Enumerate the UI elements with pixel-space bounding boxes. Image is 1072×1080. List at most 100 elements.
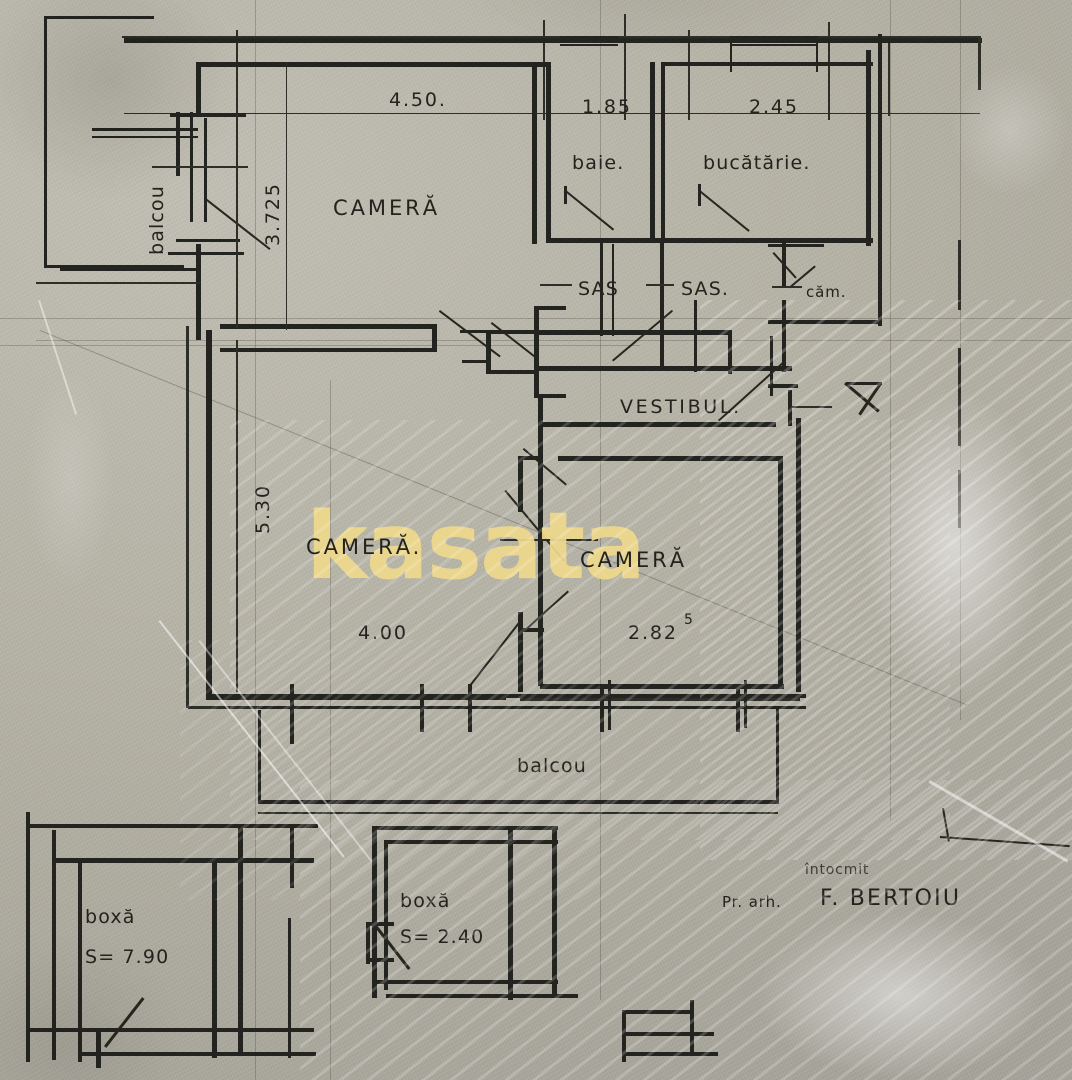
- wall-camera2-divider-b: [518, 612, 523, 692]
- dimension-5-30: 5.30: [252, 484, 274, 534]
- wall-sas-block-d: [534, 308, 539, 398]
- room-label-camera-2: CAMERĂ.: [306, 535, 423, 559]
- wall-boxa1-stub: [96, 1028, 101, 1068]
- dimension-line-top-outer: [122, 36, 980, 38]
- wall-boxa1-bottom: [26, 1028, 314, 1032]
- wall-sas-vert-6: [782, 300, 786, 372]
- wall-boxa1-inner-left: [78, 858, 82, 1062]
- wall-camara-leader: [772, 286, 802, 288]
- wall-boxa1-right2: [290, 826, 294, 888]
- wall-camera3-jamb-top: [520, 456, 542, 460]
- sketch-right-bottom-a: [622, 1010, 626, 1062]
- sketch-right-bottom-d: [622, 1052, 718, 1056]
- room-label-balcon-bottom: balcou: [517, 755, 587, 777]
- dimension-line-left-3725-b: [286, 62, 287, 330]
- dimension-tick: [543, 20, 545, 120]
- wall-sas-block-e: [534, 306, 566, 310]
- room-label-sas-1: SAS: [578, 278, 619, 300]
- wall-entry-jamb: [788, 390, 792, 426]
- wall-camera1-left-lower: [196, 244, 201, 340]
- wall-camera3-bottom: [540, 684, 784, 689]
- wall-balcony-connect: [60, 268, 200, 271]
- wall-sas-vert-1: [600, 240, 603, 336]
- wall-boxa2-left: [372, 826, 377, 998]
- dimension-1-85: 1.85: [582, 96, 632, 118]
- wall-vestibul-top: [540, 422, 776, 427]
- door-jamb-baie: [564, 186, 567, 204]
- wall-balcony-door-jamb-a: [176, 112, 180, 176]
- wall-balcony-bottom-right: [776, 708, 779, 804]
- wall-sas-block-f: [534, 394, 566, 398]
- room-label-baie: baie.: [572, 152, 625, 174]
- room-label-balcon-top: balcou: [146, 185, 168, 255]
- wall-camera1-bottom-2: [220, 348, 432, 352]
- watermark-kasata: kasata: [306, 492, 646, 600]
- signature-role-label: Pr. arh.: [722, 893, 782, 911]
- wall-boxa2-left2: [384, 840, 388, 990]
- room-label-camera-3: CAMERĂ: [580, 548, 688, 572]
- wall-boxa1-right-lower: [288, 918, 291, 1058]
- wall-boxa2-bottom: [372, 980, 558, 984]
- wall-balcony-bottom-rail-1: [258, 694, 806, 698]
- dimension-tick: [624, 14, 626, 120]
- dimension-2-45: 2.45: [749, 96, 799, 118]
- dimension-tick: [828, 22, 830, 120]
- wall-bucatarie-window2: [730, 44, 818, 46]
- pencil-guide: [36, 340, 1072, 341]
- wall-camera3-jamb-bottom: [520, 628, 544, 632]
- wall-entry-leader: [790, 406, 832, 408]
- wall-sas-pillar: [768, 384, 798, 388]
- signature-prepared-label: întocmit: [805, 862, 870, 878]
- room-label-camara: căm.: [806, 283, 847, 301]
- wall-boxa2-top: [372, 826, 558, 830]
- wall-sas-block-c: [486, 370, 538, 374]
- wall-boxa2-right2: [552, 826, 557, 998]
- wall-balcony-sill: [170, 113, 246, 117]
- wall-corridor-tick-a: [460, 330, 488, 333]
- wall-balcony-bottom-left: [258, 710, 261, 802]
- dimension-2-82-superscript: 5: [684, 612, 694, 628]
- wall-boxa1-inner-right: [212, 858, 217, 1058]
- wall-sas-block-a: [486, 330, 491, 374]
- room-label-camera-1: CAMERĂ: [333, 196, 441, 220]
- wall-sas-leader-2: [646, 284, 674, 286]
- wall-baie-bottom: [546, 238, 664, 243]
- marker-right-a: [958, 240, 961, 310]
- storage-area-boxa-2: S= 2.40: [400, 926, 485, 948]
- wall-baie-window: [560, 36, 618, 39]
- wall-camera1-right: [532, 62, 537, 244]
- wall-balcony-bottom-base: [258, 800, 778, 804]
- wall-camera1-top: [196, 62, 548, 67]
- wall-camera3-left: [538, 456, 543, 686]
- wall-camera1-bottom-stub: [432, 324, 437, 352]
- wall-bucatarie-window-tick: [730, 36, 732, 72]
- door-jamb-bucatarie: [698, 184, 701, 206]
- wall-sas-corridor-top: [538, 330, 728, 335]
- dimension-tick: [236, 30, 238, 120]
- wall-bucatarie-right2: [878, 34, 882, 248]
- wall-camera3-right-outer: [796, 418, 801, 692]
- wall-balcony-bottom-base2: [258, 812, 778, 814]
- wall-camera1-bottom: [220, 324, 436, 329]
- wall-camara-left: [782, 238, 786, 286]
- wall-bucatarie-right: [866, 50, 871, 246]
- wall-boxa2-bottom2: [386, 994, 578, 998]
- wall-camara-top: [768, 244, 824, 247]
- sketch-right-bottom-c: [622, 1032, 714, 1036]
- wall-bucatarie-bottom: [661, 238, 873, 243]
- wall-balcony-connect2: [36, 282, 200, 284]
- pencil-guide: [255, 0, 256, 1080]
- wall-balcony-door-jamb-c: [204, 118, 207, 222]
- wall-boxa1-right: [238, 824, 243, 1056]
- wall-sas-corridor-bottom: [538, 366, 792, 371]
- room-label-vestibul: VESTIBUL.: [620, 396, 742, 418]
- wall-sas-vert-2: [612, 244, 614, 336]
- room-label-sas-2: SAS.: [681, 278, 730, 300]
- wall-boxa1-bottom2: [78, 1052, 316, 1056]
- wall-boxa2-top2: [384, 840, 558, 844]
- wall-sas-vert-5: [728, 330, 732, 374]
- wall-camara-right: [878, 246, 882, 326]
- wall-boxa1-outer-left2: [52, 830, 56, 1060]
- wall-balcony-rail-2: [92, 136, 198, 138]
